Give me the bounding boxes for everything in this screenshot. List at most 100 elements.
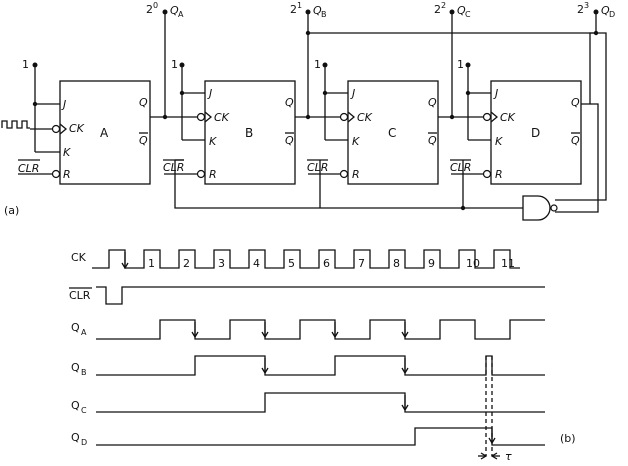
svg-text:K: K xyxy=(63,146,71,159)
clock-source-symbol xyxy=(1,120,30,129)
svg-text:CK: CK xyxy=(357,111,373,124)
panel-label-b: (b) xyxy=(560,432,576,445)
tau-marker: τ xyxy=(478,356,512,463)
svg-text:R: R xyxy=(495,168,503,181)
ripple-wires xyxy=(150,114,483,120)
svg-text:CLR: CLR xyxy=(307,161,328,174)
wave-ck xyxy=(92,249,520,269)
svg-text:4: 4 xyxy=(253,257,260,270)
panel-label-a: (a) xyxy=(4,204,19,217)
nand-gate xyxy=(522,195,551,221)
svg-text:1: 1 xyxy=(457,58,464,71)
flip-flop-b: B J CK K R Q Q CLR xyxy=(163,80,296,185)
svg-text:J: J xyxy=(207,87,212,100)
signal-label-qc: Q C xyxy=(71,399,87,415)
svg-text:CK: CK xyxy=(69,122,85,135)
svg-text:CLR: CLR xyxy=(450,161,471,174)
svg-text:9: 9 xyxy=(428,257,435,270)
svg-text:D: D xyxy=(531,126,540,140)
output-qc: 2 2 Q C xyxy=(434,1,471,117)
svg-text:Q: Q xyxy=(571,134,580,147)
signal-label-qb: Q B xyxy=(71,361,87,377)
svg-text:Q: Q xyxy=(428,96,437,109)
svg-text:B: B xyxy=(245,126,253,140)
svg-text:R: R xyxy=(63,168,71,181)
output-qd: 2 3 Q D xyxy=(577,1,615,33)
svg-text:5: 5 xyxy=(288,257,295,270)
svg-text:A: A xyxy=(81,328,87,337)
svg-text:D: D xyxy=(609,10,615,19)
svg-text:2: 2 xyxy=(290,3,297,16)
svg-text:2: 2 xyxy=(434,3,441,16)
svg-text:D: D xyxy=(81,438,87,447)
svg-text:Q: Q xyxy=(601,4,610,17)
tau-label: τ xyxy=(505,450,512,463)
flip-flop-a: A J CK K R Q Q CLR xyxy=(18,80,151,185)
logic-one-d: 1 xyxy=(457,58,471,140)
svg-text:3: 3 xyxy=(218,257,225,270)
svg-text:CK: CK xyxy=(214,111,230,124)
wave-qc xyxy=(96,392,545,413)
svg-text:R: R xyxy=(352,168,360,181)
svg-text:J: J xyxy=(493,87,498,100)
svg-text:C: C xyxy=(81,406,87,415)
output-qb: 2 1 Q B xyxy=(290,1,327,117)
svg-text:2: 2 xyxy=(146,3,153,16)
svg-text:1: 1 xyxy=(314,58,321,71)
svg-text:Q: Q xyxy=(139,134,148,147)
svg-text:2: 2 xyxy=(441,1,446,10)
svg-text:2: 2 xyxy=(183,257,190,270)
svg-text:J: J xyxy=(61,98,66,111)
logic-one-c: 1 xyxy=(314,58,328,140)
svg-text:CLR: CLR xyxy=(69,289,91,302)
svg-text:11: 11 xyxy=(501,257,515,270)
svg-text:CK: CK xyxy=(500,111,516,124)
edge-arrows xyxy=(121,252,496,445)
flip-flop-c: C J CK K R Q Q CLR xyxy=(307,80,439,185)
svg-text:CLR: CLR xyxy=(18,162,39,175)
svg-text:C: C xyxy=(465,10,471,19)
svg-text:Q: Q xyxy=(428,134,437,147)
svg-text:B: B xyxy=(321,10,327,19)
svg-text:K: K xyxy=(495,135,503,148)
logic-one-a: 1 xyxy=(22,58,38,152)
svg-text:K: K xyxy=(209,135,217,148)
svg-text:2: 2 xyxy=(577,3,584,16)
svg-text:A: A xyxy=(178,10,184,19)
wave-qa xyxy=(96,319,545,340)
svg-text:A: A xyxy=(100,126,109,140)
signal-label-clr: CLR xyxy=(69,287,92,302)
svg-text:10: 10 xyxy=(466,257,480,270)
signal-label-ck: CK xyxy=(71,251,87,264)
logic-one-b: 1 xyxy=(171,58,185,140)
svg-text:1: 1 xyxy=(297,1,302,10)
svg-text:6: 6 xyxy=(323,257,330,270)
svg-text:Q: Q xyxy=(457,4,466,17)
flip-flop-d: D J CK K R Q Q CLR xyxy=(450,80,582,185)
signal-label-qd: Q D xyxy=(71,431,87,447)
svg-text:K: K xyxy=(352,135,360,148)
circuit-panel: (a) 1 1 1 1 A J CK K xyxy=(1,1,615,221)
signal-label-qa: Q A xyxy=(71,321,87,337)
svg-text:7: 7 xyxy=(358,257,365,270)
svg-text:B: B xyxy=(81,368,87,377)
svg-text:0: 0 xyxy=(153,1,158,10)
svg-text:Q: Q xyxy=(71,321,80,334)
svg-text:1: 1 xyxy=(148,257,155,270)
svg-text:3: 3 xyxy=(584,1,589,10)
svg-text:Q: Q xyxy=(285,134,294,147)
wave-qb xyxy=(96,355,545,376)
feedback-wires xyxy=(174,30,607,221)
svg-text:CLR: CLR xyxy=(163,161,184,174)
svg-text:1: 1 xyxy=(22,58,29,71)
svg-text:Q: Q xyxy=(313,4,322,17)
svg-text:J: J xyxy=(350,87,355,100)
svg-text:Q: Q xyxy=(71,431,80,444)
svg-text:Q: Q xyxy=(170,4,179,17)
svg-text:Q: Q xyxy=(71,399,80,412)
svg-text:Q: Q xyxy=(285,96,294,109)
wave-qd xyxy=(96,427,545,446)
svg-text:8: 8 xyxy=(393,257,400,270)
wave-clr xyxy=(96,286,545,305)
